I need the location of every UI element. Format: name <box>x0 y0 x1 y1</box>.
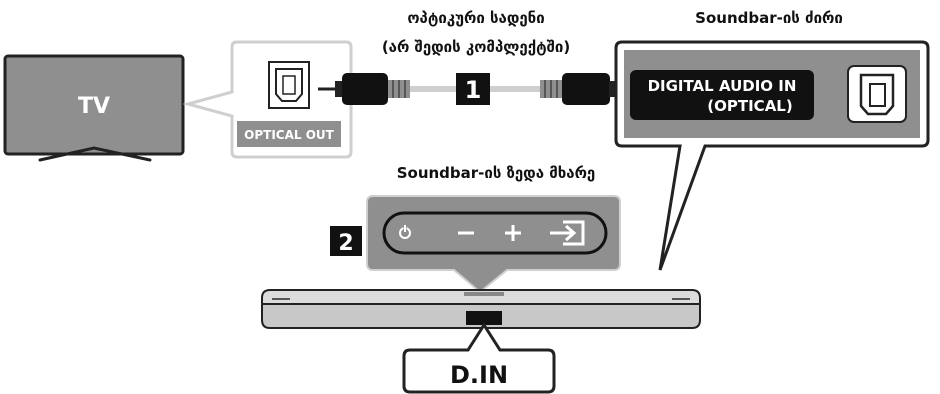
tv-port-callout: OPTICAL OUT <box>182 40 353 159</box>
tv-port-label-bg <box>237 121 341 147</box>
svg-text:2: 2 <box>338 231 353 256</box>
soundbar-bottom-caption: Soundbar-ის ძირი <box>695 9 843 27</box>
source-icon <box>563 220 585 246</box>
tv: TV <box>3 54 185 162</box>
source-button[interactable] <box>550 220 585 246</box>
svg-text:1: 1 <box>465 76 482 104</box>
soundbar-port-label-line2: (OPTICAL) <box>707 97 792 115</box>
soundbar <box>261 289 701 329</box>
step-1-badge: 1 <box>456 73 490 105</box>
cable-connector-left <box>342 73 388 105</box>
soundbar-port-label-bg <box>630 70 814 120</box>
soundbar-top-edge <box>261 289 701 305</box>
soundbar-top-button-strip <box>464 292 504 296</box>
soundbar-display-window <box>466 311 502 325</box>
cable-title: ოპტიკური სადენი <box>407 9 544 27</box>
tv-stand <box>38 146 152 162</box>
top-panel-callout <box>366 195 621 294</box>
soundbar-port-label-line1: DIGITAL AUDIO IN <box>648 77 797 95</box>
display-bubble <box>402 322 556 394</box>
cable-plug-right <box>609 81 617 97</box>
soundbar-top-caption: Soundbar-ის ზედა მხარე <box>397 164 596 182</box>
volume-up-button[interactable] <box>505 225 521 241</box>
step-2-badge: 2 <box>330 226 362 256</box>
soundbar-port-callout: DIGITAL AUDIO IN (OPTICAL) <box>614 40 930 271</box>
tv-label: TV <box>78 94 110 119</box>
cable-plug-left <box>335 81 343 97</box>
tv-port-label: OPTICAL OUT <box>244 128 335 142</box>
power-button[interactable] <box>399 225 411 239</box>
cable-connector-right <box>562 73 610 105</box>
display-text: D.IN <box>450 361 508 389</box>
soundbar-optical-port-icon <box>847 65 907 123</box>
optical-cable <box>318 73 632 105</box>
tv-optical-port-icon <box>268 61 310 109</box>
display-callout: D.IN <box>402 322 556 394</box>
cable-subtitle: (არ შედის კომპლექტში) <box>382 38 570 56</box>
tv-screen <box>3 54 185 156</box>
top-panel-button-strip <box>382 211 608 255</box>
